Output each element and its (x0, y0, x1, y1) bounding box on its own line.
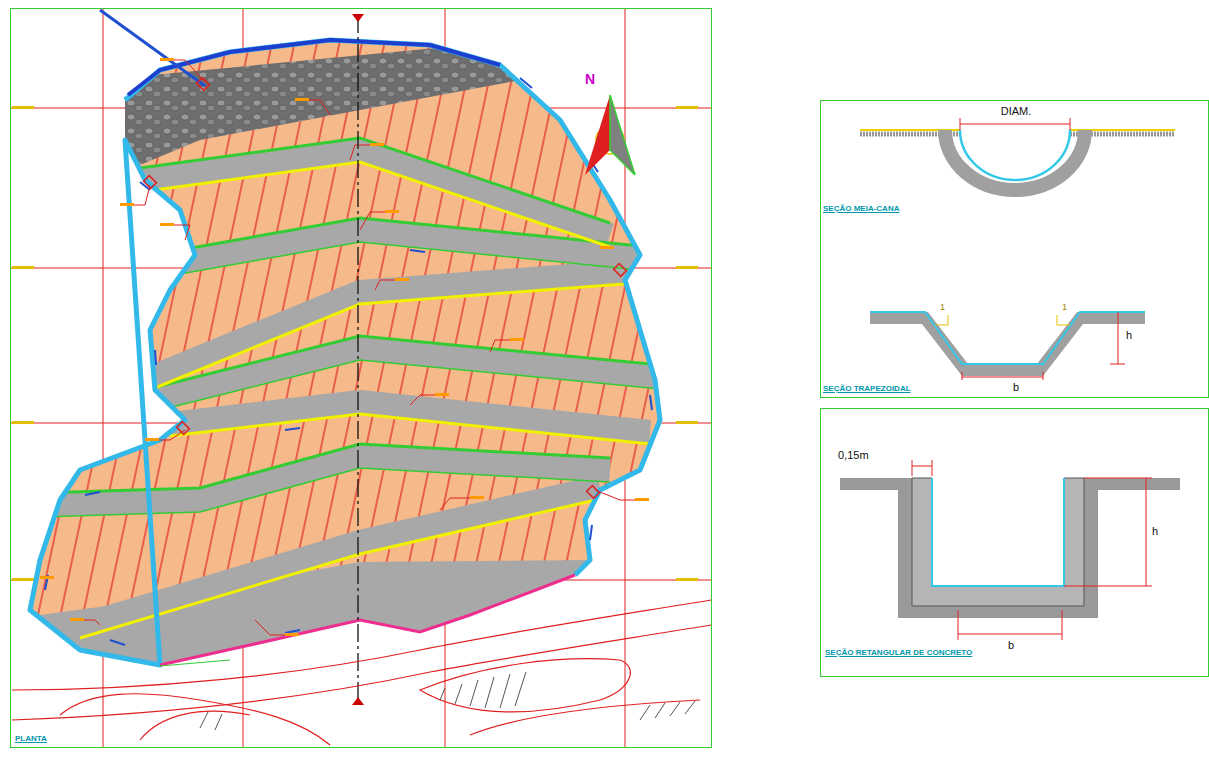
section-title: SEÇÃO RETANGULAR DE CONCRETO (825, 649, 972, 658)
section-panel: 0,15m h bSEÇÃO RETANGULAR DE CONCRETO (820, 408, 1209, 677)
dimension-label: h (1151, 525, 1159, 537)
dimension-label: b (1012, 381, 1020, 393)
section-title: SEÇÃO TRAPEZOIDAL (823, 385, 911, 394)
section-panel: DIAM. SEÇÃO MEIA-CANA 1 1 h b SEÇÃO TRAPEZOIDA… (820, 100, 1209, 398)
view-title: PLANTA (15, 735, 47, 744)
plan-frame: PLANTA (10, 8, 712, 748)
slope-label: 1 (939, 303, 946, 313)
dimension-label: b (1007, 639, 1015, 651)
dimension-label: 0,15m (837, 449, 870, 461)
slope-label: 1 (1061, 303, 1068, 313)
north-label: N (585, 72, 595, 87)
dimension-label: h (1125, 329, 1133, 341)
dimension-label: DIAM. (1000, 105, 1033, 117)
section-title: SEÇÃO MEIA-CANA (823, 205, 899, 214)
